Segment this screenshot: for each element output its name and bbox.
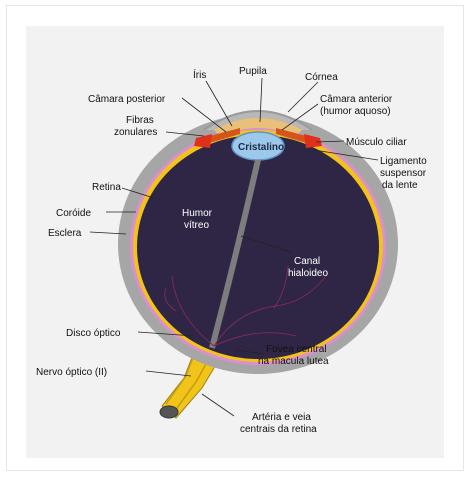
label-pupila: Pupila: [239, 66, 267, 77]
label-vitreo: vítreo: [184, 220, 209, 231]
label-retina: Retina: [92, 182, 121, 193]
label-humor-aquoso: (humor aquoso): [320, 106, 391, 117]
label-disco-optico: Disco óptico: [66, 328, 121, 339]
label-cristalino: Cristalino: [238, 142, 284, 153]
label-camara-posterior: Câmara posterior: [88, 94, 166, 105]
label-ligamento: Ligamento: [380, 156, 427, 167]
label-hialoideo: hialoideo: [288, 268, 328, 279]
label-zonulares: zonulares: [114, 127, 157, 138]
label-canal: Canal: [294, 256, 320, 267]
label-macula: na macula lutea: [258, 356, 329, 367]
label-arteria: Artéria e veia: [252, 412, 311, 423]
label-coroide: Coróide: [56, 208, 91, 219]
label-cornea: Córnea: [305, 72, 338, 83]
label-centrais: centrais da retina: [240, 424, 317, 435]
label-iris: Íris: [193, 68, 206, 81]
label-suspensor: suspensor: [380, 168, 427, 179]
eye-anatomy-diagram: Íris Pupila Córnea Câmara posterior Câma…: [26, 26, 444, 458]
label-fovea: Fovea central: [266, 344, 327, 355]
label-musculo-ciliar: Músculo ciliar: [346, 137, 407, 148]
label-nervo-optico: Nervo óptico (II): [36, 367, 107, 378]
label-esclera: Esclera: [48, 228, 82, 239]
label-fibras: Fibras: [126, 115, 154, 126]
label-camara-anterior: Câmara anterior: [320, 94, 393, 105]
label-da-lente: da lente: [382, 180, 418, 191]
label-humor: Humor: [182, 208, 213, 219]
